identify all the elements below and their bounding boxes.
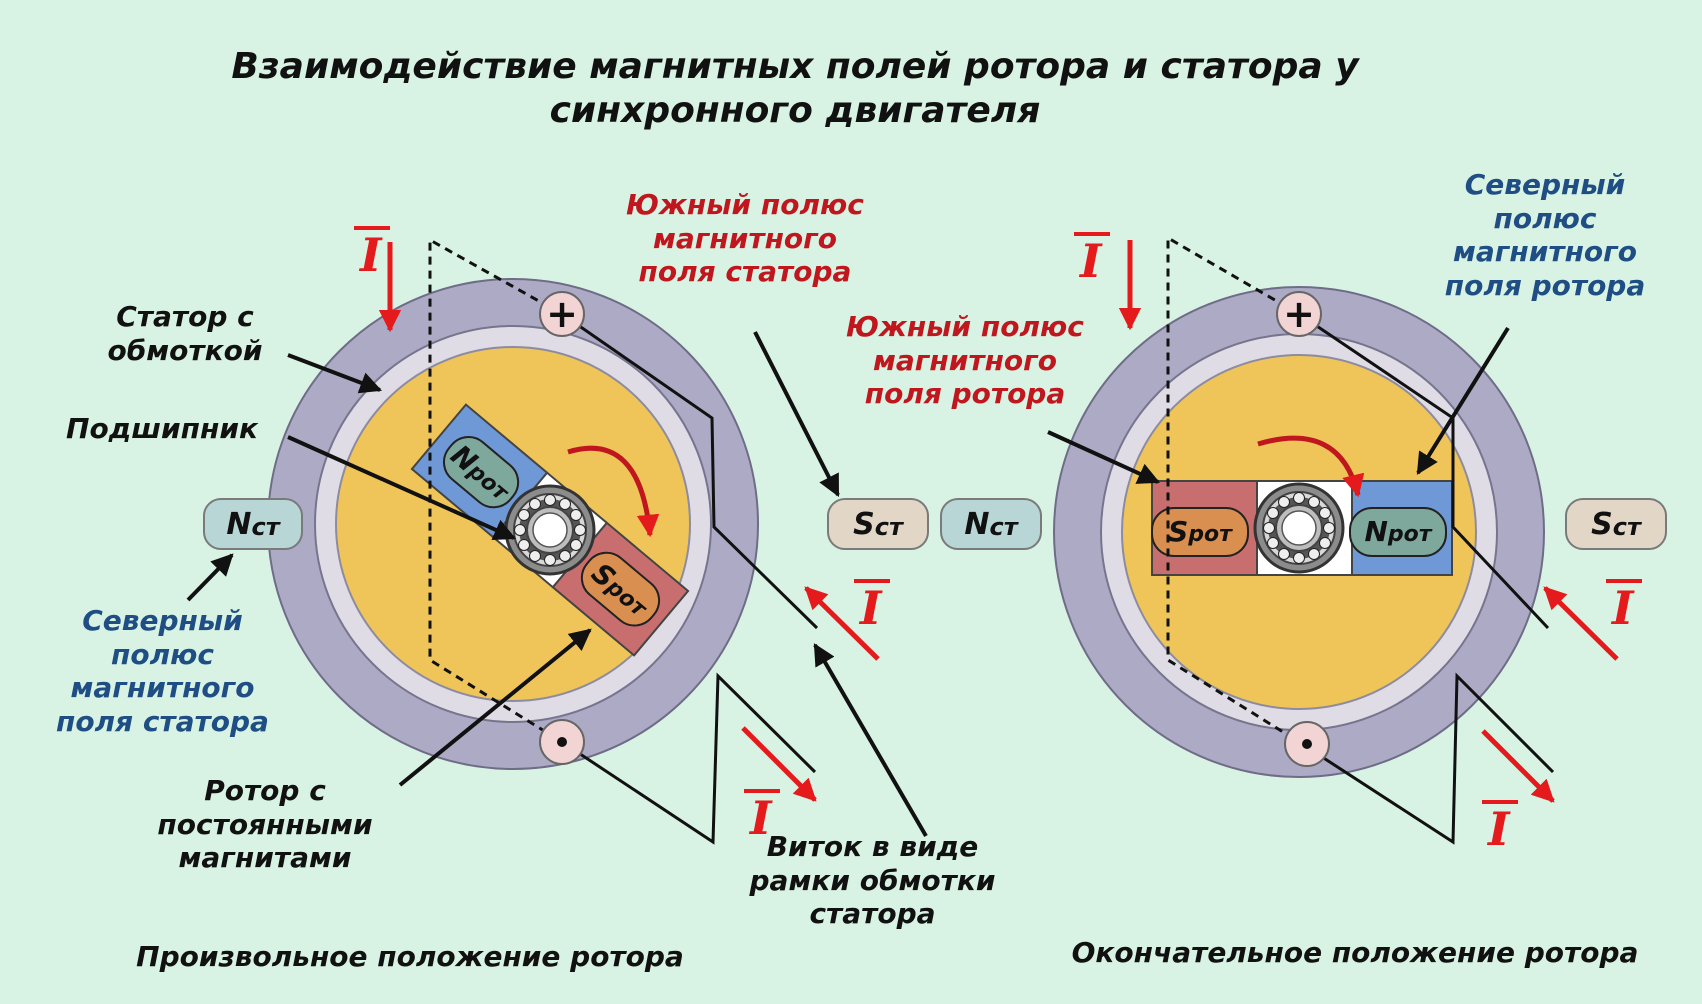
left-plus-icon: + xyxy=(546,292,578,336)
left-motor: Nрот Sрот + xyxy=(267,237,819,845)
arrow-stator-winding xyxy=(287,353,383,394)
right-current-symbol-top: I xyxy=(1074,232,1109,288)
right-rotation-arrow xyxy=(1257,435,1365,498)
arrow-rotor-magnets xyxy=(398,628,592,787)
left-rotation-arrow xyxy=(567,445,660,538)
arrow-north-pole-stator xyxy=(186,553,234,602)
left-spot-pill xyxy=(580,551,661,627)
label-bearing: Подшипник xyxy=(66,412,258,445)
left-current-symbol-top: I xyxy=(354,226,389,282)
caption-right: Окончательное положение ротора xyxy=(1071,936,1639,969)
left-current-arrow-bottom xyxy=(741,726,817,802)
right-coil-solid-bottom xyxy=(1298,672,1555,845)
left-current-symbol-right: I xyxy=(854,579,889,635)
left-current-symbol-bottom: I xyxy=(744,789,779,845)
left-coil-dashed xyxy=(428,237,563,744)
right-bearing-icon xyxy=(1253,482,1345,574)
right-motor: Sрот Nрот + xyxy=(1053,235,1555,845)
right-npot-pill xyxy=(1349,507,1447,557)
arrow-south-pole-rotor xyxy=(1047,430,1161,484)
caption-left: Произвольное положение ротора xyxy=(136,940,684,973)
page-title-line-1: Взаимодействие магнитных полей ротора и … xyxy=(231,46,1359,87)
right-npot-label: Nрот xyxy=(1364,515,1432,548)
arrow-bearing xyxy=(287,435,517,540)
left-bearing-icon xyxy=(504,484,596,576)
left-plus-terminal xyxy=(539,291,585,337)
right-current-symbol-bottom: I xyxy=(1482,800,1517,856)
left-dot-icon xyxy=(557,737,567,747)
right-spot-pill xyxy=(1151,507,1249,557)
page-title-line-2: синхронного двигателя xyxy=(549,89,1041,131)
right-plus-terminal xyxy=(1276,291,1322,337)
right-dot-icon xyxy=(1302,739,1312,749)
right-spot-label: Sрот xyxy=(1168,515,1233,548)
right-plus-icon: + xyxy=(1283,292,1315,336)
left-current-arrow-right xyxy=(804,586,880,661)
right-current-arrow-bottom xyxy=(1481,729,1555,803)
right-coil-solid-top xyxy=(1298,312,1550,630)
left-npot-pill xyxy=(442,436,520,509)
arrow-coil-turn xyxy=(813,643,928,838)
arrow-north-pole-rotor xyxy=(1416,326,1510,475)
arrow-south-pole-stator xyxy=(753,331,840,497)
right-current-arrow-right xyxy=(1543,586,1619,661)
right-current-symbol-right: I xyxy=(1606,579,1641,635)
page-title: Взаимодействие магнитных полей ротора и … xyxy=(100,45,1490,133)
left-coil-solid-top xyxy=(561,312,819,630)
left-coil-solid-bottom xyxy=(561,672,817,845)
right-coil-dashed xyxy=(1166,235,1300,744)
